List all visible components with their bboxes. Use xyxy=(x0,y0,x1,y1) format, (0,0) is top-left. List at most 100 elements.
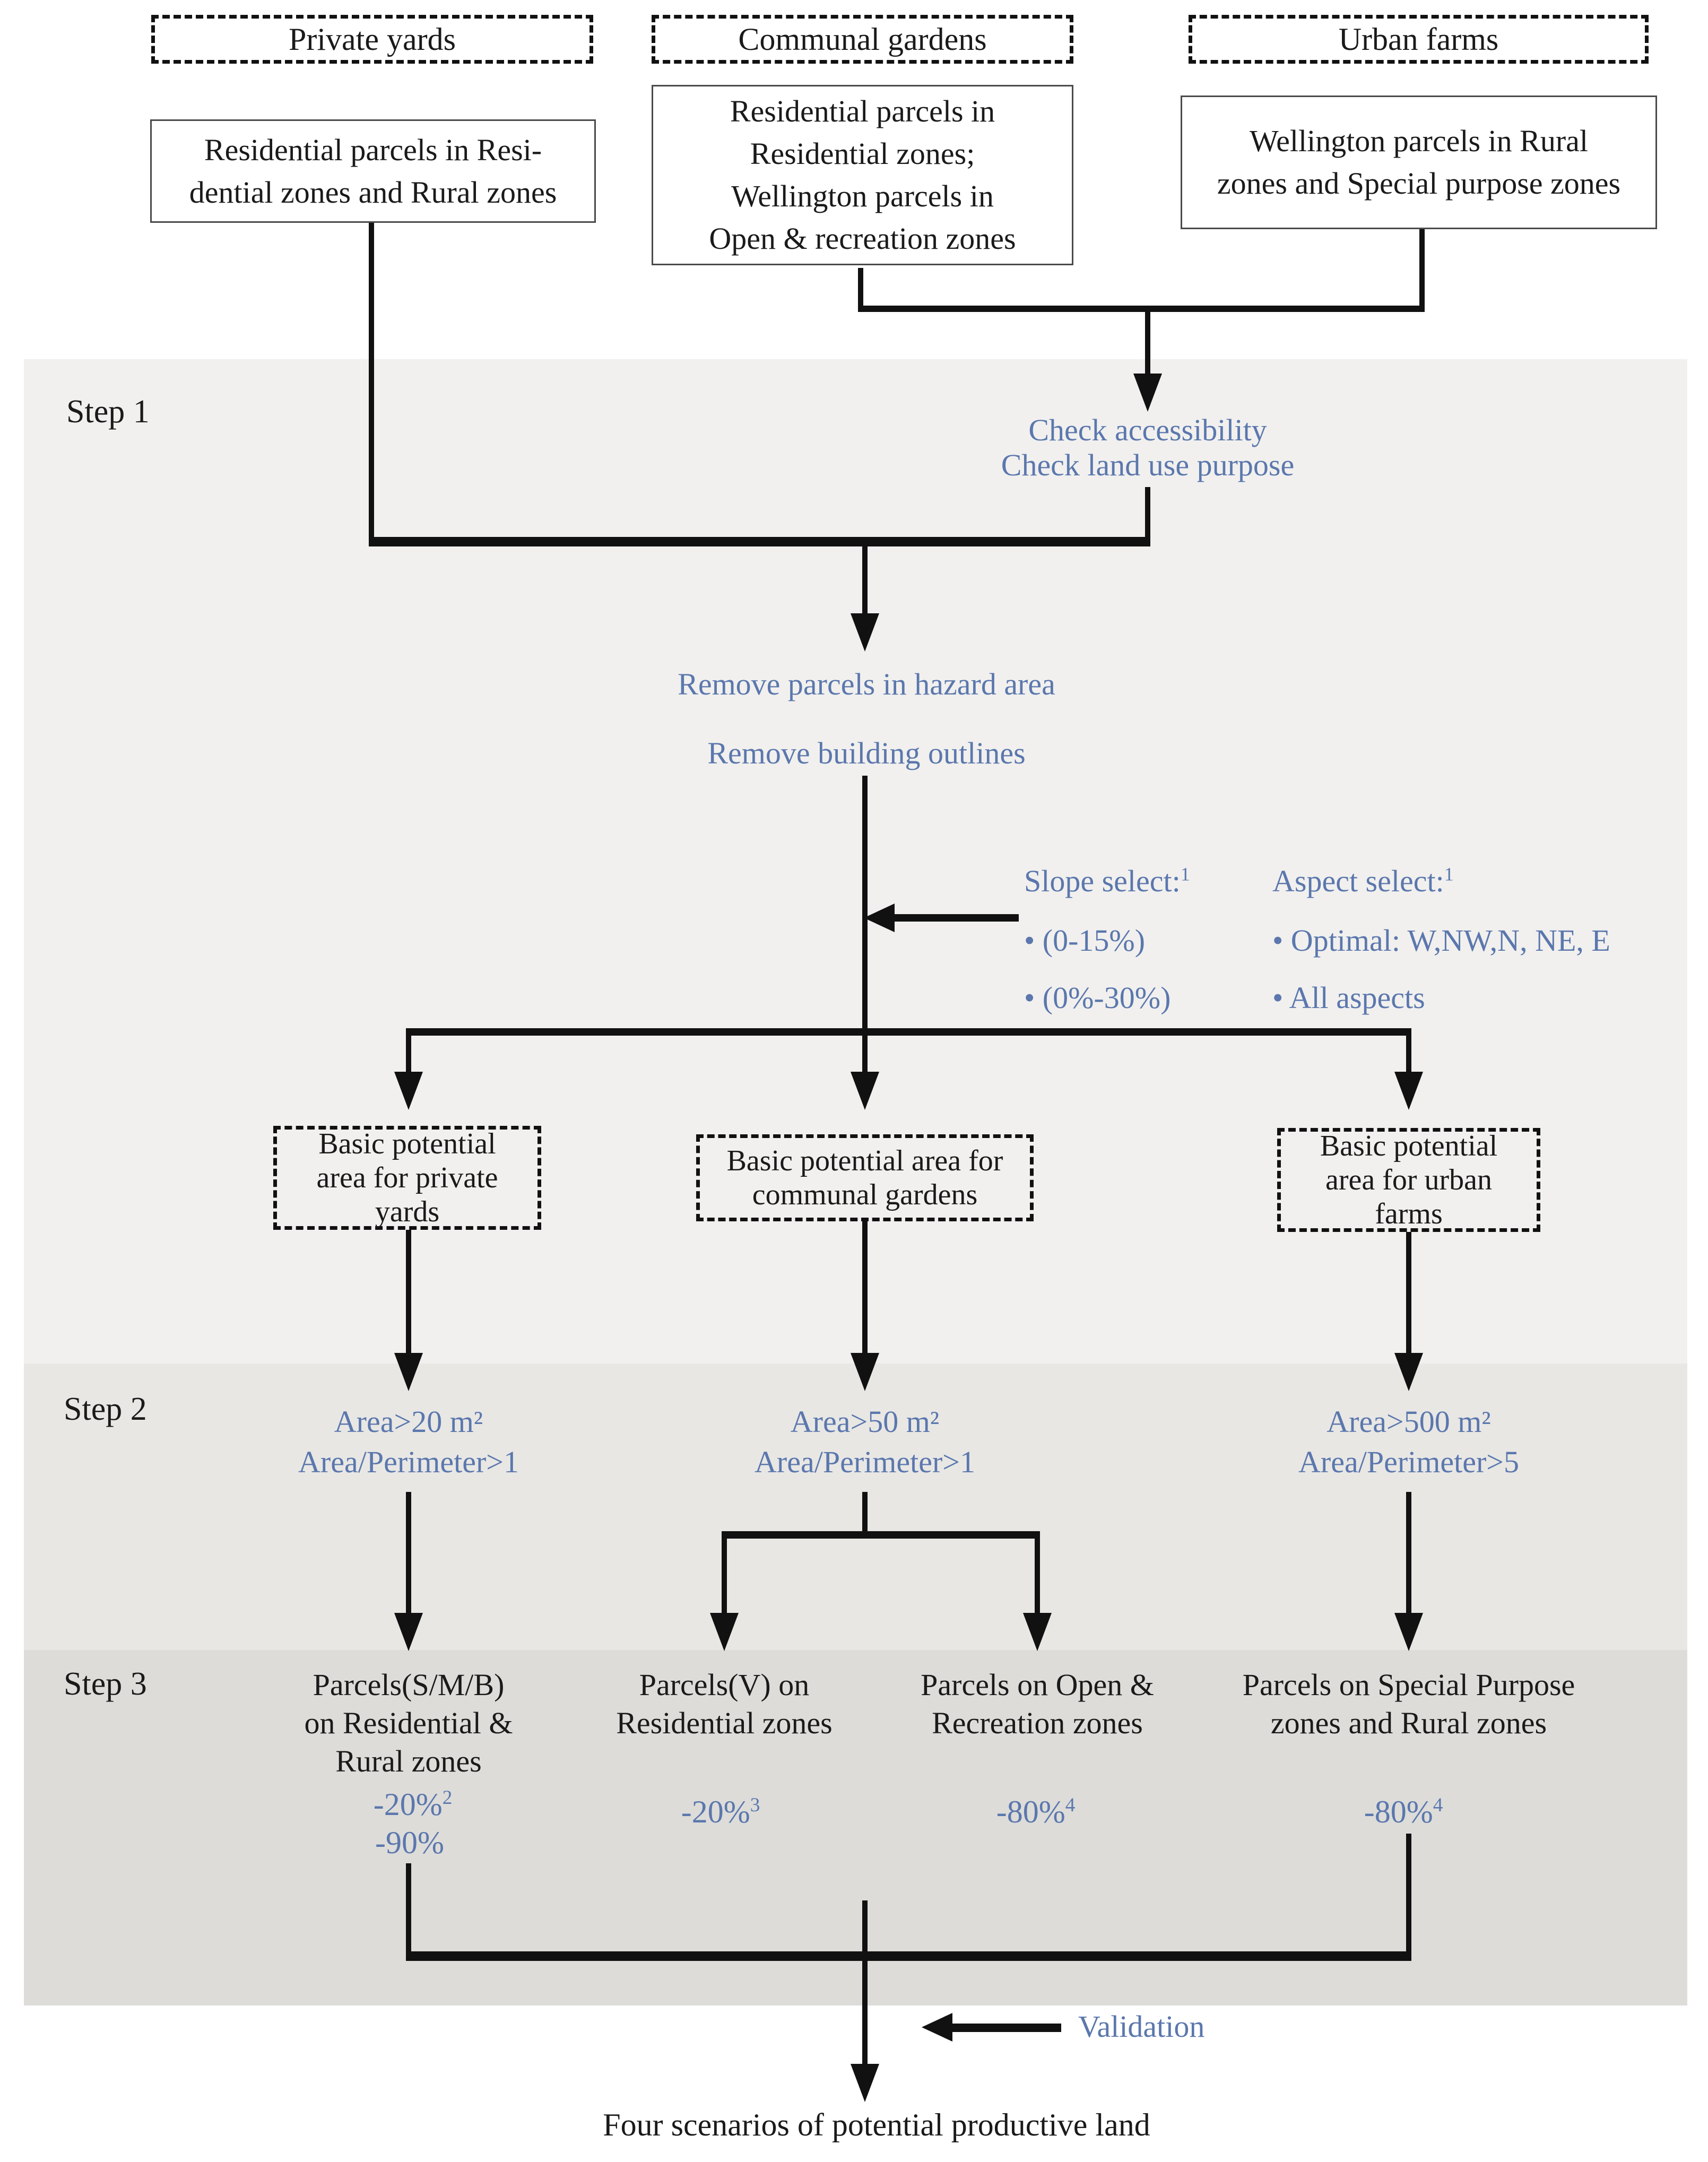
result-col-open-recreation: Parcels on Open & Recreation zones xyxy=(921,1666,1154,1742)
source-text-line: Residential zones; xyxy=(750,136,975,171)
connector-line xyxy=(1035,1531,1040,1614)
result-line: zones and Rural zones xyxy=(1270,1706,1547,1740)
category-label: Urban farms xyxy=(1338,21,1499,57)
result-line: Parcels on Open & xyxy=(921,1668,1154,1702)
reduction-pct: -20%3 xyxy=(681,1794,760,1829)
criteria-line: Area/Perimeter>1 xyxy=(755,1445,975,1479)
source-text-line: zones and Special purpose zones xyxy=(1217,166,1621,201)
connector-line xyxy=(862,1492,868,1536)
basic-area-line: Basic potential area for xyxy=(726,1144,1003,1177)
slope-select-title: Slope select:1 xyxy=(1024,863,1190,898)
arrow-left-icon xyxy=(922,2013,952,2042)
connector-line xyxy=(1406,1492,1411,1614)
connector-line xyxy=(406,1863,411,1958)
arrow-down-icon xyxy=(851,613,879,652)
source-text-line: Residential parcels in xyxy=(730,94,995,128)
criteria-communal-gardens: Area>50 m² Area/Perimeter>1 xyxy=(755,1402,975,1482)
arrow-down-icon xyxy=(851,1072,879,1110)
category-label: Communal gardens xyxy=(738,21,987,57)
basic-area-line: yards xyxy=(375,1195,440,1228)
aspect-option: • Optimal: W,NW,N, NE, E xyxy=(1272,923,1610,958)
connector-line xyxy=(369,223,374,540)
category-box-private-yards: Private yards xyxy=(151,15,593,64)
criteria-private-yards: Area>20 m² Area/Perimeter>1 xyxy=(298,1402,519,1482)
remove-hazard-text: Remove parcels in hazard area xyxy=(678,667,1055,701)
connector-line xyxy=(722,1531,1040,1539)
connector-line xyxy=(406,1028,1411,1036)
step2-label: Step 2 xyxy=(64,1391,147,1427)
basic-area-line: Basic potential xyxy=(318,1127,496,1160)
validation-label: Validation xyxy=(1078,2009,1205,2044)
basic-area-line: farms xyxy=(1375,1197,1443,1230)
result-col-private-yards: Parcels(S/M/B) on Residential & Rural zo… xyxy=(304,1666,513,1781)
basic-area-line: Basic potential xyxy=(1320,1130,1498,1162)
step3-label: Step 3 xyxy=(64,1666,147,1702)
category-box-communal-gardens: Communal gardens xyxy=(652,15,1073,64)
connector-line xyxy=(406,1230,411,1354)
connector-line xyxy=(862,1036,868,1073)
criteria-line: Area/Perimeter>5 xyxy=(1298,1445,1519,1479)
connector-line xyxy=(406,1492,411,1614)
connector-line xyxy=(1145,487,1150,540)
criteria-line: Area>20 m² xyxy=(334,1404,483,1439)
source-text-line: Wellington parcels in Rural xyxy=(1250,124,1588,158)
source-text-line: Wellington parcels in xyxy=(731,179,994,213)
aspect-select-title: Aspect select:1 xyxy=(1272,863,1454,898)
criteria-line: Area>500 m² xyxy=(1326,1404,1491,1439)
arrow-down-icon xyxy=(851,2064,879,2102)
basic-area-box-communal-gardens: Basic potential area for communal garden… xyxy=(696,1134,1034,1221)
category-label: Private yards xyxy=(289,21,456,57)
reduction-pct: -90% xyxy=(375,1825,444,1860)
source-box-private-yards: Residential parcels in Resi- dential zon… xyxy=(150,119,596,223)
remove-buildings-text: Remove building outlines xyxy=(707,736,1026,770)
result-line: Residential zones xyxy=(616,1706,833,1740)
aspect-option: • All aspects xyxy=(1272,980,1425,1015)
result-col-special-purpose: Parcels on Special Purpose zones and Rur… xyxy=(1243,1666,1575,1742)
arrow-down-icon xyxy=(1394,1072,1423,1110)
arrow-down-icon xyxy=(710,1613,739,1651)
slope-select-note: Slope select:1 • (0-15%) • (0%-30%) xyxy=(1024,864,1190,1015)
result-line: Rural zones xyxy=(335,1744,482,1778)
aspect-select-note: Aspect select:1 • Optimal: W,NW,N, NE, E… xyxy=(1272,864,1610,1015)
arrow-down-icon xyxy=(1023,1613,1052,1651)
result-line: Parcels(S/M/B) xyxy=(313,1668,505,1702)
source-text-line: Residential parcels in Resi- xyxy=(204,132,542,167)
connector-line xyxy=(406,1951,1411,1961)
reduction-pct: -80%4 xyxy=(1364,1794,1443,1829)
source-text-line: Open & recreation zones xyxy=(709,221,1016,256)
category-box-urban-farms: Urban farms xyxy=(1189,15,1649,64)
arrow-down-icon xyxy=(394,1613,423,1651)
basic-area-line: communal gardens xyxy=(752,1178,978,1211)
connector-line xyxy=(1406,1028,1411,1073)
reduction-pct: -20%2 xyxy=(373,1787,453,1822)
result-line: Parcels(V) on xyxy=(639,1668,810,1702)
check-line: Check land use purpose xyxy=(1001,448,1295,482)
criteria-line: Area>50 m² xyxy=(790,1404,940,1439)
arrow-down-icon xyxy=(394,1353,423,1391)
check-line: Check accessibility xyxy=(1028,413,1267,447)
connector-line xyxy=(722,1531,727,1614)
slope-option: • (0-15%) xyxy=(1024,923,1146,958)
arrow-left-icon xyxy=(864,904,895,932)
slope-option: • (0%-30%) xyxy=(1024,980,1171,1015)
arrow-down-icon xyxy=(394,1072,423,1110)
final-result-text: Four scenarios of potential productive l… xyxy=(603,2107,1150,2142)
connector-line xyxy=(952,2024,1061,2032)
criteria-line: Area/Perimeter>1 xyxy=(298,1445,519,1479)
arrow-down-icon xyxy=(1133,374,1162,412)
connector-line xyxy=(858,268,863,311)
source-box-communal-gardens: Residential parcels in Residential zones… xyxy=(652,85,1073,265)
arrow-down-icon xyxy=(1394,1613,1423,1651)
connector-line xyxy=(862,546,868,614)
connector-line xyxy=(862,1221,868,1354)
step1-band xyxy=(24,359,1687,1364)
connector-line xyxy=(369,537,1150,546)
basic-area-line: area for urban xyxy=(1325,1164,1492,1196)
arrow-down-icon xyxy=(1394,1353,1423,1391)
connector-line xyxy=(1419,229,1425,311)
arrow-down-icon xyxy=(851,1353,879,1391)
source-box-urban-farms: Wellington parcels in Rural zones and Sp… xyxy=(1181,95,1657,229)
result-line: Recreation zones xyxy=(932,1706,1143,1740)
connector-line xyxy=(1406,1834,1411,1958)
